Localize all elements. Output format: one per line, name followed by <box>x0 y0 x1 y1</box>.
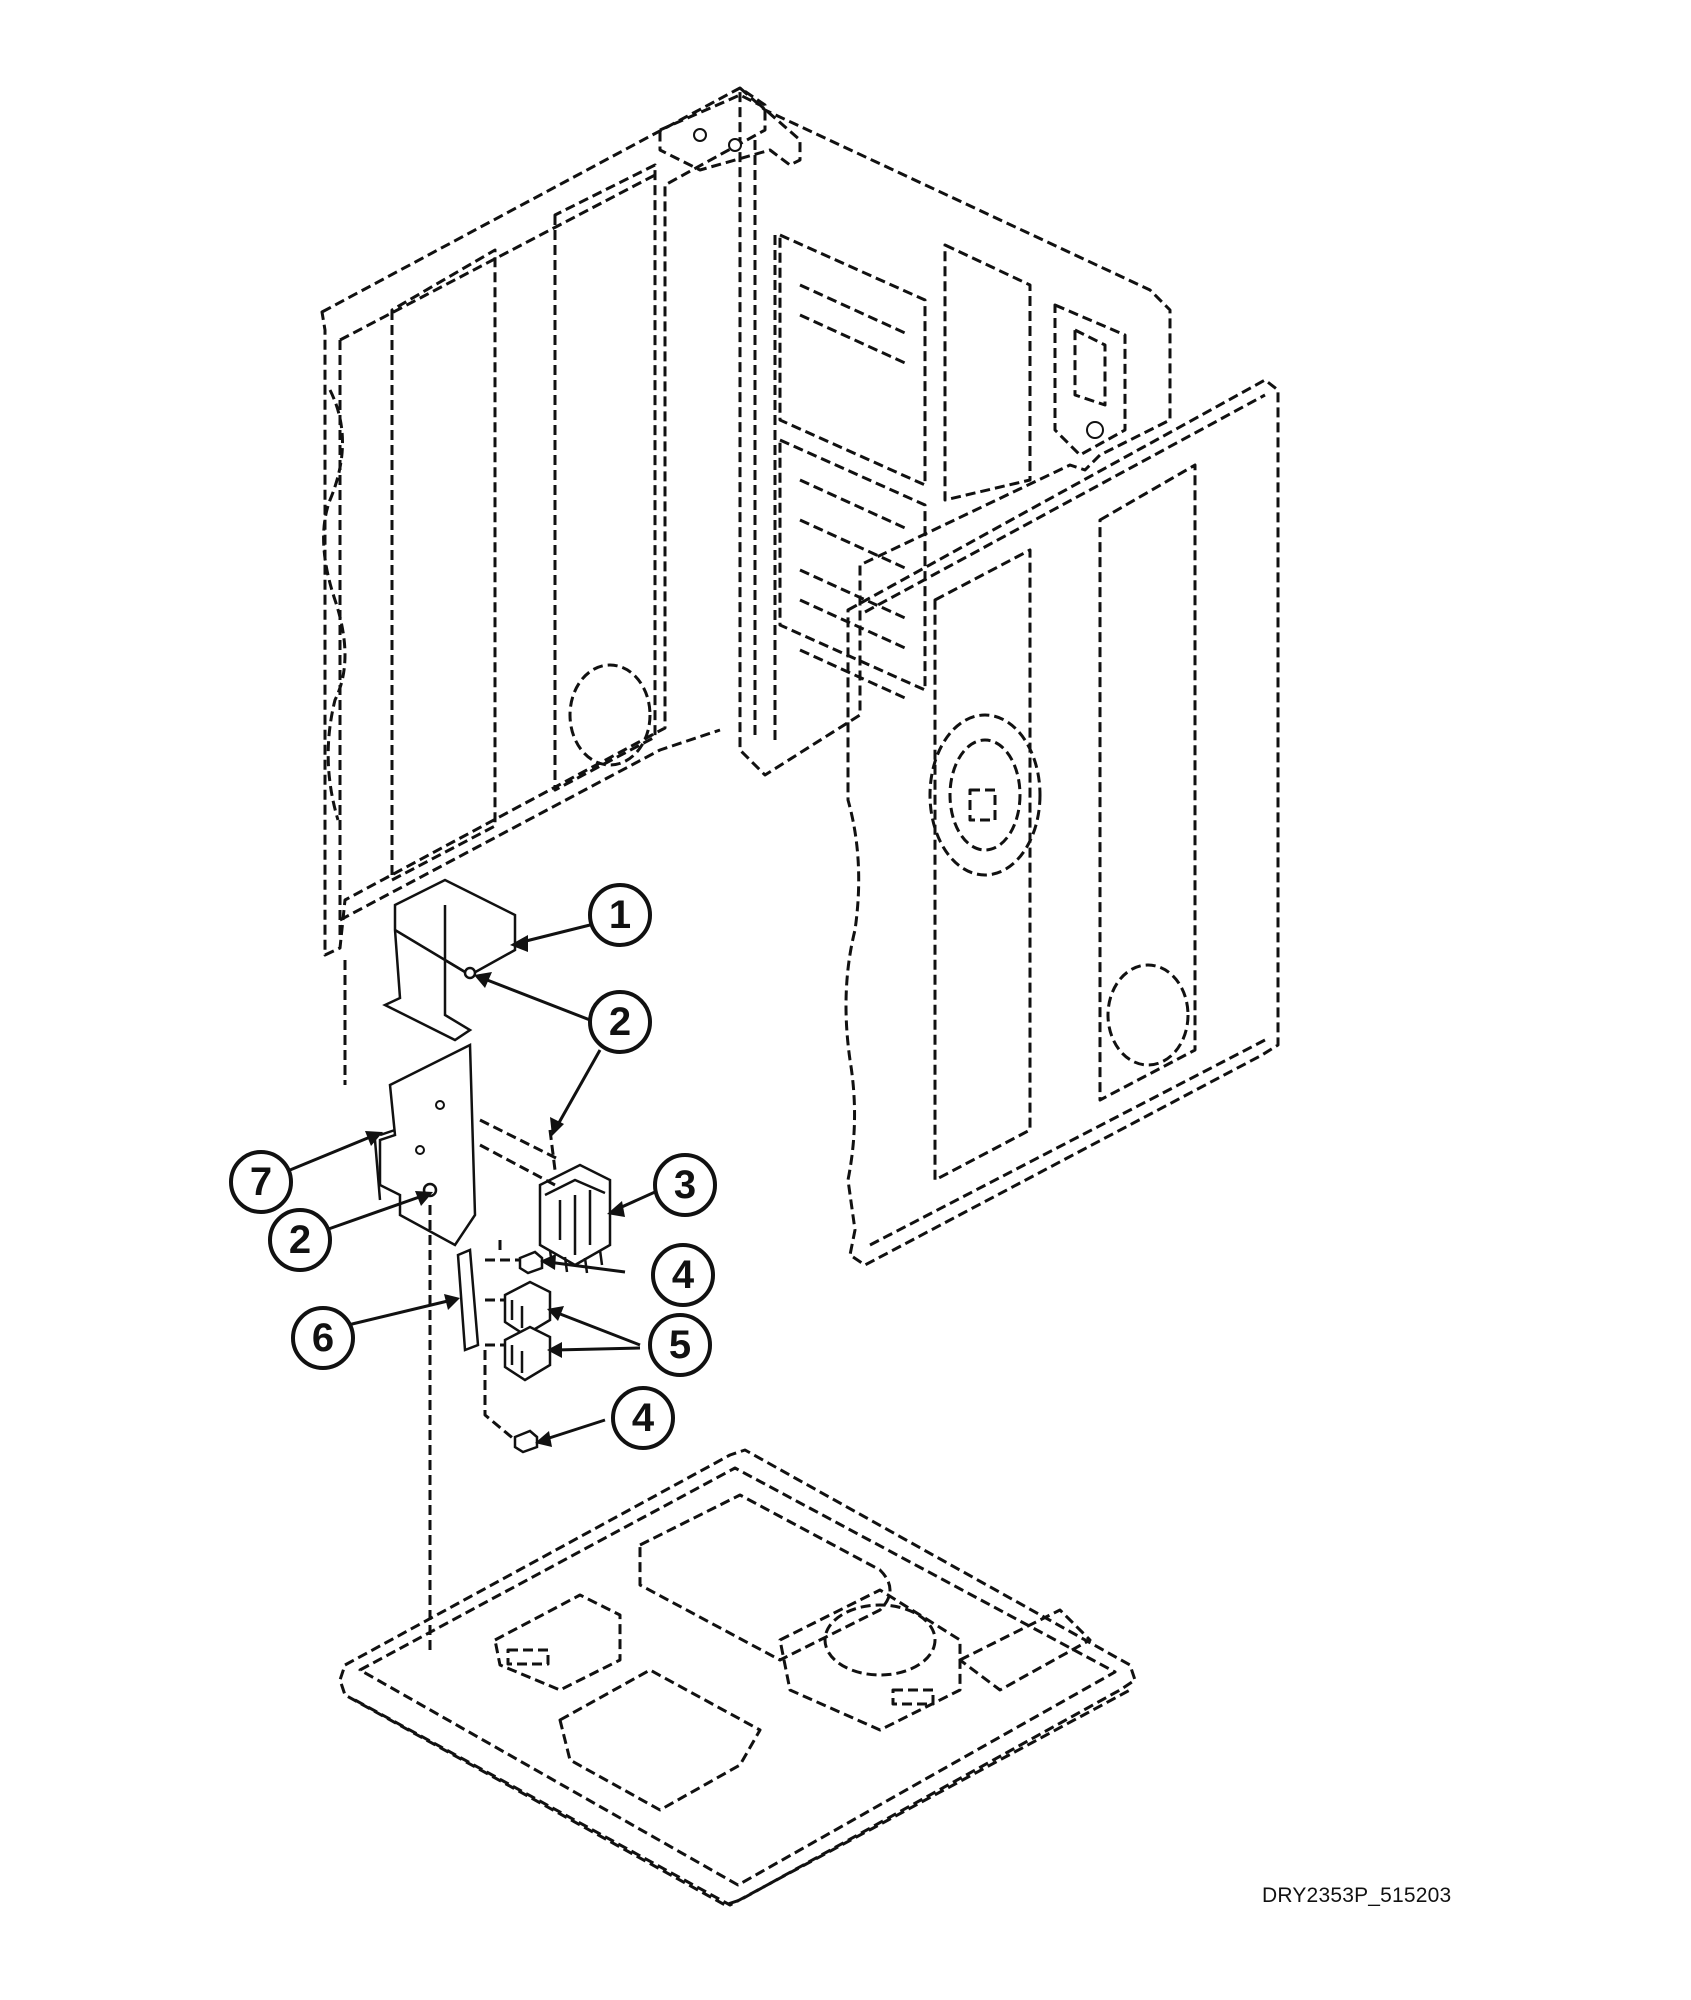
callout-4-upper: 4 <box>651 1243 715 1307</box>
cabinet-rear-panel <box>320 86 1172 957</box>
bracket-part <box>382 878 517 1042</box>
mounting-plate-part <box>378 1043 477 1247</box>
callout-6: 6 <box>291 1306 355 1370</box>
callout-2-lower: 2 <box>268 1208 332 1272</box>
connector-part-lower <box>513 1429 539 1454</box>
drawing-id-label: DRY2353P_515203 <box>1262 1884 1452 1907</box>
connector-part-upper <box>518 1250 544 1275</box>
callout-3-label: 3 <box>674 1163 696 1207</box>
callout-4-lower-label: 4 <box>632 1396 655 1440</box>
callout-2-upper-label: 2 <box>609 1000 631 1044</box>
screw-part <box>463 966 477 980</box>
relay-part-upper <box>503 1280 552 1337</box>
callout-1: 1 <box>588 883 652 947</box>
callout-4-lower: 4 <box>611 1386 675 1450</box>
callout-4-upper-label: 4 <box>672 1253 695 1297</box>
callout-7: 7 <box>229 1150 293 1214</box>
callout-2-lower-label: 2 <box>289 1218 311 1262</box>
callout-leaders <box>289 923 656 1447</box>
callout-3: 3 <box>653 1153 717 1217</box>
callout-1-label: 1 <box>609 893 631 937</box>
callout-6-label: 6 <box>312 1316 334 1360</box>
callout-5: 5 <box>648 1313 712 1377</box>
callout-7-label: 7 <box>250 1160 272 1204</box>
parts-assembly <box>343 878 612 1650</box>
relay-part-lower <box>503 1325 552 1382</box>
callout-2-upper: 2 <box>588 990 652 1054</box>
callout-5-label: 5 <box>669 1323 691 1367</box>
cabinet-base <box>338 1448 1137 1907</box>
cabinet-front-panel <box>844 378 1280 1267</box>
terminal-strip-part <box>456 1248 480 1352</box>
